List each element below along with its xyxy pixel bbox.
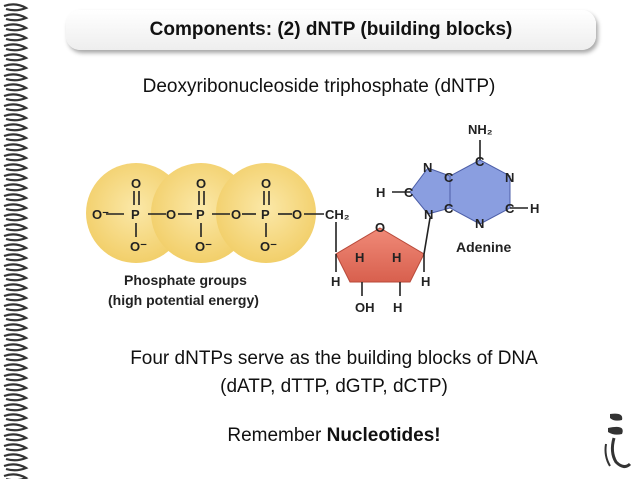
phosphate-label-line2: (high potential energy) [108, 292, 259, 308]
spiral-coil [3, 123, 29, 132]
spiral-coil [3, 3, 29, 12]
spiral-coil [3, 113, 29, 122]
deoxyribose-ring [335, 227, 425, 283]
adenine-n-3: N [475, 216, 484, 231]
spiral-coil [3, 43, 29, 52]
spiral-coil [3, 73, 29, 82]
spiral-coil [3, 303, 29, 312]
remember-prefix: Remember [227, 425, 327, 446]
phosphate-p-1: P [131, 207, 140, 222]
remember-line: Remember Nucleotides! [30, 422, 638, 450]
spiral-coil [3, 173, 29, 182]
spiral-coil [3, 313, 29, 322]
spiral-coil [3, 83, 29, 92]
spiral-coil [3, 133, 29, 142]
adenine-six-ring [449, 159, 511, 225]
spiral-coil [3, 63, 29, 72]
sugar-ring-o: O [375, 220, 385, 235]
phosphate-o-top-3: O [261, 176, 271, 191]
sugar-h-left: H [331, 274, 340, 289]
spiral-coil [3, 153, 29, 162]
spiral-coil [3, 243, 29, 252]
spiral-coil [3, 93, 29, 102]
spiral-coil [3, 193, 29, 202]
spiral-coil [3, 363, 29, 372]
adenine-c-5: C [444, 170, 454, 185]
caption-line1: Four dNTPs serve as the building blocks … [130, 348, 538, 369]
adenine-n-7: N [423, 160, 432, 175]
corner-logo-icon [604, 413, 632, 469]
spiral-coil [3, 423, 29, 432]
spiral-coil [3, 13, 29, 22]
spiral-coil [3, 443, 29, 452]
adenine-c-top: C [475, 154, 485, 169]
phosphate-circle-3 [216, 163, 316, 263]
spiral-coil [3, 413, 29, 422]
phosphate-o-bridge-2: O [231, 207, 241, 222]
spiral-coil [3, 463, 29, 472]
spiral-coil [3, 263, 29, 272]
spiral-coil [3, 453, 29, 462]
adenine-h-left: H [376, 185, 385, 200]
spiral-coil [3, 23, 29, 32]
spiral-coil [3, 373, 29, 382]
title-bar: Components: (2) dNTP (building blocks) [66, 10, 596, 50]
spiral-coil [3, 293, 29, 302]
sugar-oh: OH [355, 300, 375, 315]
phosphate-o-bridge-3: O [292, 207, 302, 222]
phosphate-p-2: P [196, 207, 205, 222]
ch2-label: CH₂ [325, 207, 350, 222]
remember-bold: Nucleotides! [326, 425, 441, 446]
spiral-coil [3, 473, 29, 479]
spiral-coil [3, 223, 29, 232]
spiral-coil [3, 333, 29, 342]
spiral-coil [3, 343, 29, 352]
spiral-coil [3, 103, 29, 112]
spiral-coil [3, 403, 29, 412]
adenine-c-8: C [404, 185, 414, 200]
phosphate-o-bottom-3: O⁻ [260, 239, 277, 254]
spiral-binding [3, 3, 29, 479]
adenine-n-9: N [424, 207, 433, 222]
spiral-coil [3, 233, 29, 242]
phosphate-o-top-1: O [131, 176, 141, 191]
adenine-c-right: C [505, 201, 515, 216]
adenine-five-ring [409, 167, 451, 215]
phosphate-o-bridge-1: O [166, 207, 176, 222]
phosphate-p-3: P [261, 207, 270, 222]
adenine-h-right: H [530, 201, 539, 216]
spiral-coil [3, 143, 29, 152]
spiral-coil [3, 163, 29, 172]
spiral-coil [3, 253, 29, 262]
spiral-coil [3, 283, 29, 292]
adenine-label: Adenine [456, 239, 511, 255]
phosphate-o-bottom-1: O⁻ [130, 239, 147, 254]
sugar-h-2: H [392, 250, 401, 265]
spiral-coil [3, 213, 29, 222]
spiral-coil [3, 323, 29, 332]
sugar-h-right: H [421, 274, 430, 289]
sugar-h-1: H [355, 250, 364, 265]
adenine-c-4: C [444, 201, 454, 216]
spiral-coil [3, 433, 29, 442]
spiral-coil [3, 203, 29, 212]
adenine-n-1: N [505, 170, 514, 185]
spiral-coil [3, 33, 29, 42]
adenine-nh2: NH₂ [468, 122, 493, 137]
spiral-coil [3, 53, 29, 62]
sugar-h-bottom: H [393, 300, 402, 315]
caption-line2: (dATP, dTTP, dGTP, dCTP) [220, 376, 448, 397]
phosphate-o-left: O⁻ [92, 207, 109, 222]
spiral-coil [3, 183, 29, 192]
spiral-coil [3, 393, 29, 402]
slide-title: Components: (2) dNTP (building blocks) [149, 19, 513, 40]
slide-subtitle: Deoxyribonucleoside triphosphate (dNTP) [142, 76, 496, 97]
phosphate-o-bottom-2: O⁻ [195, 239, 212, 254]
spiral-coil [3, 383, 29, 392]
phosphate-o-top-2: O [196, 176, 206, 191]
spiral-coil [3, 273, 29, 282]
phosphate-label-line1: Phosphate groups [124, 272, 247, 288]
spiral-coil [3, 353, 29, 362]
